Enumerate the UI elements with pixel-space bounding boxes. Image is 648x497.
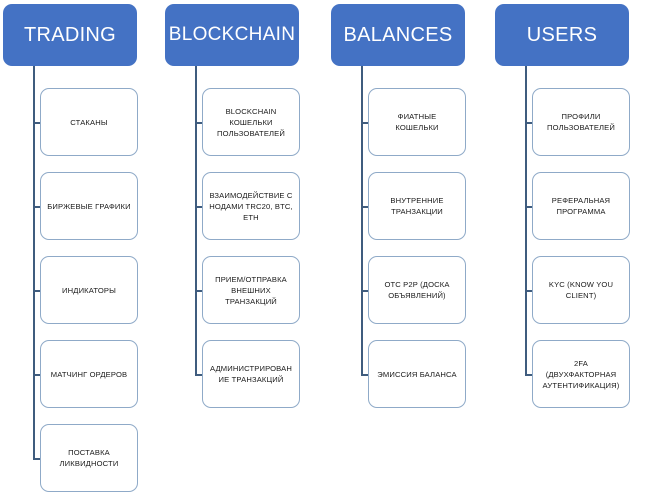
header-box-blockchain[interactable]: BLOCKCHAIN	[165, 4, 299, 66]
header-label: TRADING	[23, 23, 117, 46]
header-label: BLOCKCHAIN	[168, 24, 296, 46]
node-box[interactable]: ПОСТАВКА ЛИКВИДНОСТИ	[40, 424, 138, 492]
node-box[interactable]: ИНДИКАТОРЫ	[40, 256, 138, 324]
node-label: OTC P2P (ДОСКА ОБЪЯВЛЕНИЙ)	[384, 280, 450, 300]
node-box[interactable]: ПРИЕМ/ОТПРАВКА ВНЕШНИХ ТРАНЗАКЦИЙ	[202, 256, 300, 324]
connector-stub	[195, 122, 203, 124]
connector-stub	[195, 206, 203, 208]
connector-stub	[525, 122, 533, 124]
node-box[interactable]: РЕФЕРАЛЬНАЯ ПРОГРАММА	[532, 172, 630, 240]
connector-stub	[525, 206, 533, 208]
node-box[interactable]: ВЗАИМОДЕЙСТВИЕ С НОДАМИ TRC20, BTC, ETH	[202, 172, 300, 240]
connector-stub	[33, 206, 41, 208]
connector-stub	[195, 374, 203, 376]
node-box[interactable]: ПРОФИЛИ ПОЛЬЗОВАТЕЛЕЙ	[532, 88, 630, 156]
column-users: USERS ПРОФИЛИ ПОЛЬЗОВАТЕЛЕЙ РЕФЕРАЛЬНАЯ ПР…	[492, 0, 648, 497]
node-label: ФИАТНЫЕ КОШЕЛЬКИ	[395, 112, 439, 132]
column-blockchain: BLOCKCHAIN BLOCKCHAIN КОШЕЛЬКИ ПОЛЬЗОВАТЕ…	[162, 0, 322, 497]
connector-stub	[33, 458, 41, 460]
header-box-users[interactable]: USERS	[495, 4, 629, 66]
header-box-trading[interactable]: TRADING	[3, 4, 137, 66]
connector-stub	[525, 374, 533, 376]
connector-stub	[361, 206, 369, 208]
node-label: BLOCKCHAIN КОШЕЛЬКИ ПОЛЬЗОВАТЕЛЕЙ	[216, 106, 285, 138]
node-label: МАТЧИНГ ОРДЕРОВ	[50, 369, 128, 379]
connector-stub	[361, 374, 369, 376]
node-box[interactable]: МАТЧИНГ ОРДЕРОВ	[40, 340, 138, 408]
connector-stub	[33, 290, 41, 292]
node-label: СТАКАНЫ	[70, 117, 108, 127]
node-label: БИРЖЕВЫЕ ГРАФИКИ	[47, 201, 131, 211]
node-label: ЭМИССИЯ БАЛАНСА	[377, 369, 457, 379]
connector-stub	[361, 290, 369, 292]
column-trading: TRADING СТАКАНЫ БИРЖЕВЫЕ ГРАФИКИ ИНДИКАТОРЫ…	[0, 0, 160, 497]
connector-stub	[525, 290, 533, 292]
node-label: РЕФЕРАЛЬНАЯ ПРОГРАММА	[551, 196, 611, 216]
column-balances: BALANCES ФИАТНЫЕ КОШЕЛЬКИ ВНУТРЕННИЕ ТРАНЗ…	[328, 0, 488, 497]
connector-trunk-balances	[361, 66, 363, 374]
connector-trunk-users	[525, 66, 527, 374]
node-box[interactable]: СТАКАНЫ	[40, 88, 138, 156]
node-label: ПРИЕМ/ОТПРАВКА ВНЕШНИХ ТРАНЗАКЦИЙ	[215, 274, 287, 306]
node-label: ИНДИКАТОРЫ	[62, 285, 116, 295]
node-label: ВНУТРЕННИЕ ТРАНЗАКЦИИ	[390, 196, 444, 216]
node-box[interactable]: OTC P2P (ДОСКА ОБЪЯВЛЕНИЙ)	[368, 256, 466, 324]
node-label: 2FA (ДВУХФАКТОРНАЯ АУТЕНТИФИКАЦИЯ)	[542, 358, 620, 390]
header-label: BALANCES	[343, 23, 453, 46]
connector-stub	[33, 374, 41, 376]
node-box[interactable]: БИРЖЕВЫЕ ГРАФИКИ	[40, 172, 138, 240]
node-label: АДМИНИСТРИРОВАНИЕ ТРАНЗАКЦИЙ	[210, 364, 292, 384]
node-box[interactable]: KYC (KNOW YOU CLIENT)	[532, 256, 630, 324]
header-label: USERS	[526, 23, 598, 46]
connector-stub	[361, 122, 369, 124]
node-label: ПРОФИЛИ ПОЛЬЗОВАТЕЛЕЙ	[546, 112, 615, 132]
node-label: ВЗАИМОДЕЙСТВИЕ С НОДАМИ TRC20, BTC, ETH	[209, 190, 293, 222]
connector-trunk-blockchain	[195, 66, 197, 374]
connector-stub	[33, 122, 41, 124]
node-box[interactable]: АДМИНИСТРИРОВАНИЕ ТРАНЗАКЦИЙ	[202, 340, 300, 408]
node-box[interactable]: BLOCKCHAIN КОШЕЛЬКИ ПОЛЬЗОВАТЕЛЕЙ	[202, 88, 300, 156]
node-box[interactable]: ВНУТРЕННИЕ ТРАНЗАКЦИИ	[368, 172, 466, 240]
connector-stub	[195, 290, 203, 292]
node-box[interactable]: 2FA (ДВУХФАКТОРНАЯ АУТЕНТИФИКАЦИЯ)	[532, 340, 630, 408]
node-box[interactable]: ЭМИССИЯ БАЛАНСА	[368, 340, 466, 408]
node-label: KYC (KNOW YOU CLIENT)	[548, 280, 614, 300]
node-box[interactable]: ФИАТНЫЕ КОШЕЛЬКИ	[368, 88, 466, 156]
header-box-balances[interactable]: BALANCES	[331, 4, 465, 66]
node-label: ПОСТАВКА ЛИКВИДНОСТИ	[59, 448, 119, 468]
connector-trunk-trading	[33, 66, 35, 458]
